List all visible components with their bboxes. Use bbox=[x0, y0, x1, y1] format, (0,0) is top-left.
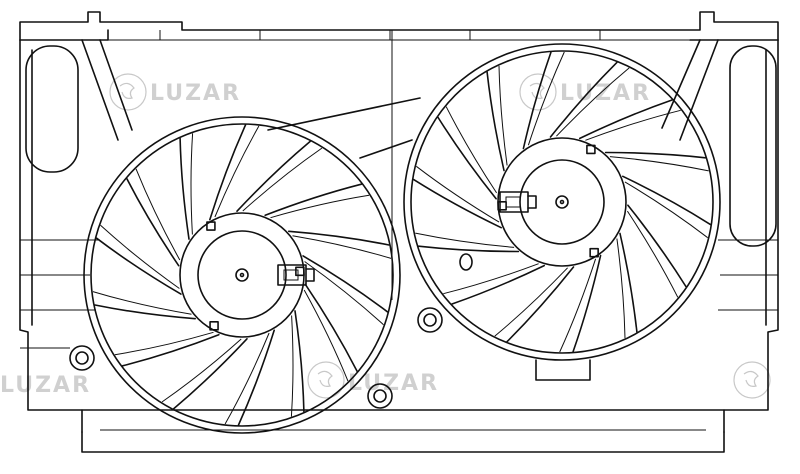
right-slot bbox=[729, 45, 777, 247]
boss-bottom bbox=[367, 383, 393, 409]
fan-right bbox=[403, 43, 721, 361]
hub-tab bbox=[586, 144, 596, 155]
watermark-bottom-right bbox=[733, 361, 771, 399]
fan-inner-ring bbox=[410, 50, 714, 354]
shroud-frame bbox=[19, 11, 779, 453]
fan-outer-ring bbox=[403, 43, 721, 361]
fan-motor bbox=[519, 159, 605, 245]
fan-blade-edge bbox=[290, 315, 294, 417]
watermark-bottom-left: LUZAR bbox=[0, 373, 91, 398]
fan-shaft-center bbox=[559, 199, 565, 205]
fan-blade bbox=[237, 329, 275, 426]
fan-blade-edge bbox=[292, 235, 392, 259]
fan-blade-edge bbox=[494, 267, 568, 337]
hub-tab bbox=[206, 221, 216, 231]
fan-blade bbox=[173, 338, 248, 410]
fan-shaft bbox=[235, 268, 249, 282]
fan-blade bbox=[486, 71, 505, 172]
fan-blade bbox=[619, 232, 638, 333]
fan-blade-edge bbox=[114, 331, 214, 356]
watermark-top-left: LUZAR bbox=[109, 73, 241, 111]
fan-blade-edge bbox=[556, 67, 630, 137]
mounting-bosses bbox=[69, 253, 473, 409]
fan-blade-edge bbox=[415, 165, 500, 223]
boss-left bbox=[69, 345, 95, 371]
fan-blade bbox=[304, 283, 358, 372]
left-slot bbox=[25, 45, 79, 173]
watermark-text: LUZAR bbox=[150, 81, 241, 106]
fan-blade bbox=[288, 230, 390, 246]
fan-blade bbox=[95, 237, 182, 295]
fan-left bbox=[83, 116, 401, 434]
fan-blade bbox=[627, 204, 687, 288]
fan-blade-edge bbox=[161, 338, 242, 403]
fan-blade bbox=[451, 264, 545, 305]
fan-blade-edge bbox=[624, 181, 709, 239]
fan-blade bbox=[549, 61, 618, 138]
fan-blade-edge bbox=[445, 106, 498, 194]
fan-blade bbox=[522, 51, 552, 150]
fan-blade-edge bbox=[609, 156, 709, 172]
hub-tab bbox=[295, 266, 305, 277]
fan-blade bbox=[121, 333, 220, 367]
fan-blade-edge bbox=[92, 291, 192, 315]
fan-blade-edge bbox=[100, 224, 180, 289]
fan-blade bbox=[94, 304, 196, 320]
fan-blade bbox=[179, 137, 190, 240]
fan-blade-edge bbox=[242, 147, 323, 212]
fan-blade bbox=[417, 245, 520, 253]
fan-blade-edge bbox=[443, 263, 539, 295]
fan-blade-edge bbox=[616, 238, 626, 339]
watermark-bottom-center: LUZAR bbox=[307, 361, 439, 399]
fan-blade-edge bbox=[498, 65, 508, 166]
fan-hub bbox=[497, 137, 627, 267]
fan-blade-edge bbox=[527, 51, 565, 146]
fan-blade bbox=[437, 116, 497, 200]
fan-blade-edge bbox=[214, 125, 260, 218]
fan-blade-edge bbox=[270, 194, 370, 219]
fan-blade bbox=[302, 255, 389, 313]
fan-shaft-center bbox=[239, 272, 245, 278]
fan-blade-edge bbox=[190, 133, 194, 235]
fan-blade bbox=[264, 183, 363, 217]
fan-blade-edge bbox=[415, 232, 515, 248]
fan-motor bbox=[197, 230, 287, 320]
hub-tab bbox=[497, 200, 507, 211]
fan-shaft bbox=[555, 195, 569, 209]
motor-connector bbox=[277, 264, 315, 286]
fan-blade bbox=[506, 266, 575, 343]
watermark-text: LUZAR bbox=[560, 81, 651, 106]
fan-blade-edge bbox=[135, 168, 181, 261]
fan-blade-edge bbox=[303, 289, 349, 382]
fan-blade bbox=[622, 175, 712, 226]
fan-blade bbox=[209, 124, 247, 221]
hub-tab bbox=[589, 247, 599, 258]
fan-blade-edge bbox=[224, 332, 270, 425]
fan-outer-ring bbox=[83, 116, 401, 434]
fan-blade bbox=[604, 151, 707, 159]
fan-blade bbox=[236, 140, 311, 212]
fan-blade-edge bbox=[559, 258, 597, 353]
hub-tab bbox=[209, 321, 219, 331]
watermark-text: LUZAR bbox=[0, 373, 91, 398]
fan-blade-edge bbox=[585, 109, 681, 141]
fan-blade-edge bbox=[626, 210, 679, 298]
boss-center bbox=[417, 307, 443, 333]
fan-blade bbox=[412, 178, 502, 229]
fan-inner-ring bbox=[90, 123, 394, 427]
fan-blade bbox=[572, 254, 602, 353]
watermark-top-right: LUZAR bbox=[519, 73, 651, 111]
boss-right-small bbox=[459, 253, 473, 271]
watermark-text: LUZAR bbox=[348, 371, 439, 396]
fan-blade-edge bbox=[304, 261, 384, 326]
fan-blade bbox=[294, 310, 305, 413]
fan-blade bbox=[579, 99, 673, 140]
fan-blade bbox=[126, 178, 180, 267]
